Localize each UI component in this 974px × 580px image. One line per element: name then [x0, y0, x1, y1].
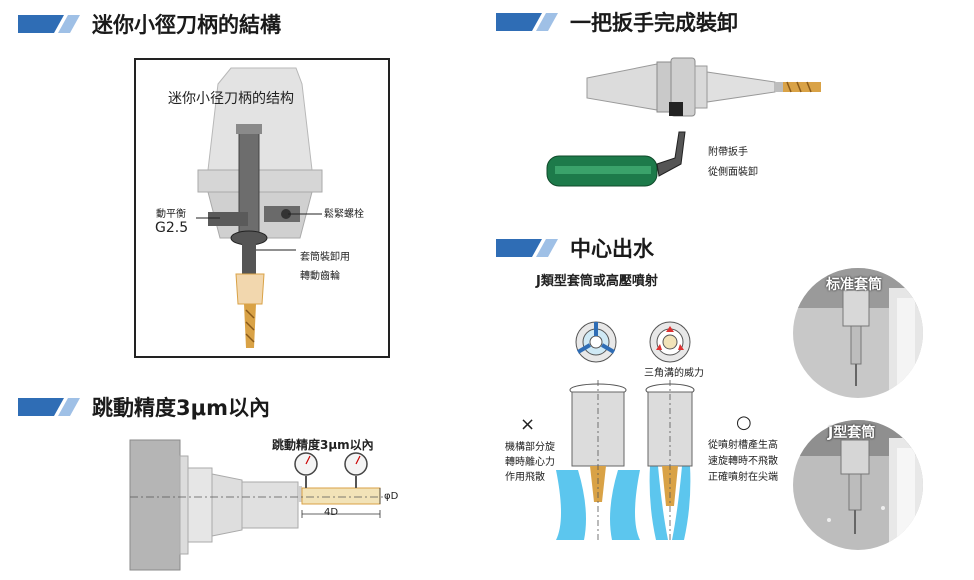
- standard-collet-section-icon: [575, 321, 617, 363]
- dimension-d: φD: [384, 491, 399, 502]
- balance-grade: G2.5: [155, 220, 189, 236]
- scattered-spray-diagram: [556, 380, 640, 540]
- section-title-coolant: 中心出水: [570, 237, 654, 261]
- coolant-subtitle: J類型套筒或高壓噴射: [536, 274, 658, 289]
- gear-label-line2: 轉動齒輪: [300, 271, 340, 282]
- standard-collet-label: 标准套筒: [826, 277, 882, 293]
- wrench-caption-line1: 附帶扳手: [708, 147, 748, 158]
- section-header-runout: 跳動精度3μm以內: [18, 392, 270, 422]
- dimension-4d: 4D: [324, 507, 339, 518]
- j-collet-label: J型套筒: [828, 425, 876, 441]
- good-spray-line2: 速旋轉時不飛散: [708, 456, 778, 467]
- section-title-runout: 跳動精度3μm以內: [92, 396, 270, 420]
- structure-diagram-title: 迷你小径刀柄的结构: [168, 91, 294, 107]
- section-marker-icon: [18, 15, 80, 33]
- bad-spray-line1: 機構部分旋: [505, 442, 555, 453]
- section-marker-icon: [496, 13, 558, 31]
- good-spray-line3: 正確噴射在尖端: [708, 472, 778, 483]
- section-header-wrench: 一把扳手完成裝卸: [496, 7, 738, 37]
- dial-gauge-icon: [294, 452, 318, 488]
- section-marker-icon: [496, 239, 558, 257]
- screw-label: 鬆緊螺栓: [324, 209, 364, 220]
- j-collet-section-icon: [649, 321, 691, 363]
- section-header-coolant: 中心出水: [496, 233, 654, 263]
- focused-spray-diagram: [645, 380, 695, 540]
- dial-gauge-icon: [344, 452, 368, 488]
- circle-mark-icon: ○: [736, 412, 752, 433]
- bad-spray-line2: 轉時離心力: [505, 457, 555, 468]
- section-marker-icon: [18, 398, 80, 416]
- standard-collet-photo: [793, 268, 923, 398]
- section-title-structure: 迷你小徑刀柄的結構: [92, 13, 281, 37]
- good-spray-line1: 從噴射槽產生高: [708, 440, 778, 451]
- triangle-groove-label: 三角溝的威力: [644, 368, 704, 379]
- runout-diagram: [129, 439, 388, 571]
- cross-mark-icon: ×: [520, 414, 536, 435]
- gear-label-line1: 套筒裝卸用: [300, 252, 350, 263]
- section-header-structure: 迷你小徑刀柄的結構: [18, 9, 281, 39]
- balance-label: 動平衡: [156, 209, 186, 220]
- holder-with-wrench-illustration: [546, 57, 821, 187]
- runout-label: 跳動精度3μm以內: [272, 438, 374, 452]
- wrench-caption-line2: 從側面裝卸: [708, 167, 758, 178]
- bad-spray-line3: 作用飛散: [505, 472, 545, 483]
- j-collet-photo: [793, 420, 923, 550]
- holder-structure-diagram: [196, 67, 323, 348]
- section-title-wrench: 一把扳手完成裝卸: [570, 11, 738, 35]
